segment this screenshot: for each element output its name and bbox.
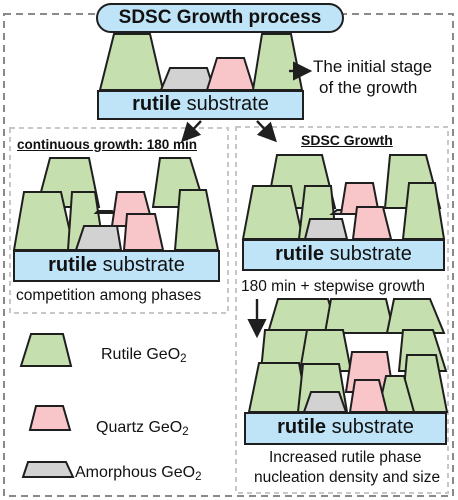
left-substrate-label: rutile substrate — [14, 254, 219, 277]
arrow-to-right-panel — [256, 120, 277, 143]
quartz-island — [122, 213, 165, 251]
legend-rutile-swatch — [19, 333, 73, 367]
substrate-word: substrate — [326, 416, 414, 438]
legend-quartz-subscript: 2 — [182, 426, 189, 438]
legend-quartz-label: Quartz GeO2 — [96, 419, 189, 438]
legend-rutile-subscript: 2 — [180, 353, 187, 365]
title-banner: SDSC Growth process — [96, 3, 344, 33]
substrate-material: rutile — [275, 243, 325, 265]
right-substrate-label-1: rutile substrate — [243, 243, 444, 266]
quartz-island — [351, 206, 393, 240]
legend-rutile-label: Rutile GeO2 — [101, 346, 187, 365]
substrate-material: rutile — [277, 416, 327, 438]
top-islands — [98, 33, 304, 91]
right-islands-1 — [241, 154, 446, 240]
legend-quartz-text: Quartz GeO — [96, 419, 183, 436]
right-substrate-label-2: rutile substrate — [245, 416, 446, 439]
rutile-island — [251, 33, 304, 91]
arrow-to-left-panel — [181, 120, 202, 143]
left-islands — [12, 157, 220, 251]
right-substrate-2 — [244, 412, 447, 445]
substrate-material: rutile — [132, 93, 182, 115]
left-panel-caption: competition among phases — [16, 287, 202, 304]
right-caption-2: nucleation density and size — [254, 469, 441, 486]
rutile-island — [323, 298, 396, 334]
right-substrate-1 — [242, 239, 445, 271]
stepwise-growth-label: 180 min + stepwise growth — [241, 278, 425, 295]
right-caption-1: Increased rutile phase — [269, 449, 422, 466]
substrate-word: substrate — [97, 254, 185, 276]
amorphous-island — [159, 67, 216, 91]
legend-amorphous-swatch — [21, 461, 75, 478]
rutile-island — [173, 189, 220, 251]
amorphous-island — [93, 210, 117, 214]
rutile-island — [401, 182, 446, 240]
initial-stage-note-2: of the growth — [319, 78, 418, 97]
right-panel-heading: SDSC Growth — [301, 132, 393, 148]
rutile-island — [385, 298, 446, 334]
amorphous-island — [303, 218, 349, 240]
rutile-island — [98, 33, 165, 91]
right-panel-border — [235, 126, 449, 494]
left-substrate — [13, 250, 220, 282]
initial-stage-note-1: The initial stage — [313, 57, 433, 76]
legend-amorphous-label: Amorphous GeO2 — [75, 464, 201, 483]
amorphous-island — [74, 225, 123, 251]
legend-amorphous-text: Amorphous GeO — [75, 464, 196, 481]
top-substrate — [97, 90, 304, 120]
right-islands-2 — [247, 298, 449, 413]
substrate-word: substrate — [324, 243, 412, 265]
left-panel-border — [9, 127, 229, 314]
legend-rutile-text: Rutile GeO — [101, 346, 181, 363]
legend-amorphous-subscript: 2 — [195, 471, 202, 483]
left-panel-heading: continuous growth: 180 min — [17, 137, 198, 152]
substrate-word: substrate — [181, 93, 269, 115]
substrate-material: rutile — [48, 254, 98, 276]
top-substrate-label: rutile substrate — [98, 93, 303, 116]
amorphous-island — [302, 391, 348, 413]
outer-dashed-border — [3, 13, 454, 497]
legend-quartz-swatch — [28, 405, 72, 431]
quartz-island — [205, 57, 256, 91]
